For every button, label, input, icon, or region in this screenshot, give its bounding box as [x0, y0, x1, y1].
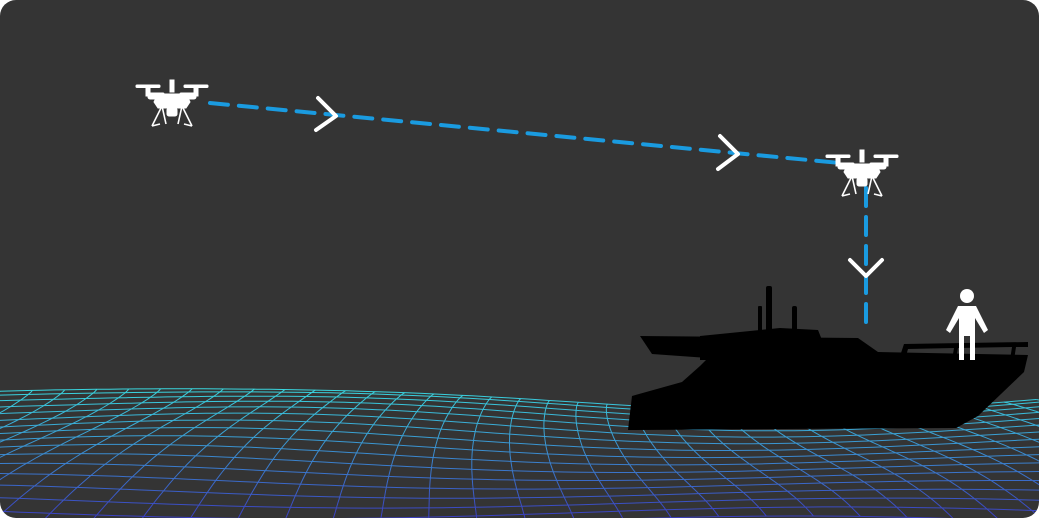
mesh-column-line	[93, 388, 255, 518]
mesh-column-line	[0, 388, 161, 481]
mesh-column-line	[543, 400, 575, 518]
person-icon	[946, 289, 988, 360]
mesh-column-line	[0, 388, 130, 458]
yacht-cabin	[700, 328, 860, 360]
chevron-down-icon	[848, 258, 884, 278]
sea-wave-mesh	[0, 388, 1039, 518]
mesh-column-line	[141, 389, 286, 518]
mesh-column-line	[605, 403, 672, 518]
mesh-column-line	[509, 398, 526, 518]
yacht-icon	[628, 286, 1028, 430]
yacht-mast	[758, 306, 762, 332]
mesh-column-line	[575, 401, 624, 518]
mesh-column-line	[971, 404, 1039, 427]
mesh-column-line	[0, 390, 33, 414]
mesh-column-line	[0, 388, 193, 516]
mesh-column-line	[0, 389, 66, 430]
mesh-column-line	[0, 389, 98, 443]
yacht-mast	[792, 306, 797, 334]
mesh-column-line	[1003, 401, 1039, 413]
chevron-right-icon	[314, 96, 338, 132]
mesh-column-line	[332, 392, 406, 518]
mesh-column-line	[380, 393, 435, 518]
mesh-column-line	[44, 388, 224, 518]
yacht-railing	[900, 342, 1028, 360]
chevron-right-icon	[716, 134, 740, 171]
mesh-column-line	[285, 391, 376, 518]
yacht-mast	[766, 286, 772, 334]
mesh-column-line	[237, 390, 346, 518]
mesh-column-line	[189, 389, 316, 518]
mesh-column-line	[428, 394, 464, 518]
mesh-column-line	[471, 396, 493, 518]
